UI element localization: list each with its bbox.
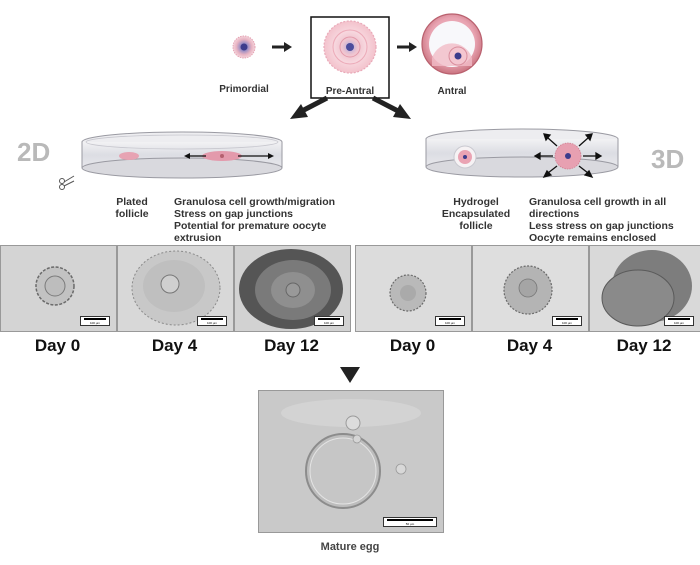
arrow-down-icon [340, 367, 360, 383]
plated-follicle-label: Plated follicle [115, 196, 149, 220]
culture-3d-tag: 3D [651, 144, 685, 174]
arrow-down-left-icon [290, 95, 329, 119]
culture-2d-note: Granulosa cell growth/migration [174, 196, 336, 208]
culture-3d-note: Less stress on gap junctions [529, 220, 674, 232]
scissors-icon [59, 175, 75, 190]
petri-dish-3d [425, 128, 619, 179]
day-label-3d-12: Day 12 [616, 336, 672, 355]
day-label-3d-4: Day 4 [506, 336, 553, 355]
primordial-follicle-icon [232, 35, 256, 59]
stage-label-antral: Antral [437, 86, 467, 97]
day-label-2d-4: Day 4 [151, 336, 198, 355]
micrograph-3d-day0: 100 µm [355, 245, 472, 332]
day-label-3d-0: Day 0 [389, 336, 436, 355]
stage-label-primordial: Primordial [219, 84, 269, 95]
preantral-follicle-icon [323, 20, 377, 74]
culture-2d-note: Potential for premature oocyte extrusion [174, 220, 327, 244]
culture-3d-note: Granulosa cell growth in all directions [529, 196, 667, 220]
micrograph-3d-day12: 100 µm [589, 245, 700, 332]
micrograph-2d-day12: 100 µm [234, 245, 351, 332]
scale-bar: 100 µm [80, 316, 110, 326]
culture-3d-notes: Granulosa cell growth in all directions … [529, 196, 699, 244]
diagram-canvas [59, 13, 619, 190]
arrow-down-right-icon [371, 95, 411, 119]
arrow-right-icon [272, 42, 292, 52]
culture-2d-tag: 2D [17, 137, 51, 167]
scale-bar: 100 µm [314, 316, 344, 326]
culture-2d-notes: Granulosa cell growth/migration Stress o… [174, 196, 364, 244]
scale-bar: 100 µm [552, 316, 582, 326]
scale-bar: 100 µm [664, 316, 694, 326]
micrograph-mature-egg: 50 µm [258, 390, 444, 533]
petri-dish-2d [81, 131, 283, 179]
micrograph-3d-day4: 100 µm [472, 245, 589, 332]
scale-bar: 100 µm [197, 316, 227, 326]
hydrogel-follicle-label: Hydrogel Encapsulated follicle [441, 196, 511, 232]
mature-egg-label: Mature egg [320, 541, 380, 553]
scale-bar: 100 µm [435, 316, 465, 326]
micrograph-2d-day0: 100 µm [0, 245, 117, 332]
arrow-right-icon [397, 42, 417, 52]
antral-follicle-icon [421, 13, 483, 75]
day-label-2d-12: Day 12 [264, 336, 319, 355]
stage-label-preantral: Pre-Antral [325, 86, 375, 97]
micrograph-2d-day4: 100 µm [117, 245, 234, 332]
culture-3d-note: Oocyte remains enclosed [529, 232, 657, 244]
culture-2d-note: Stress on gap junctions [174, 208, 294, 220]
scale-bar: 50 µm [383, 517, 437, 527]
day-label-2d-0: Day 0 [34, 336, 81, 355]
